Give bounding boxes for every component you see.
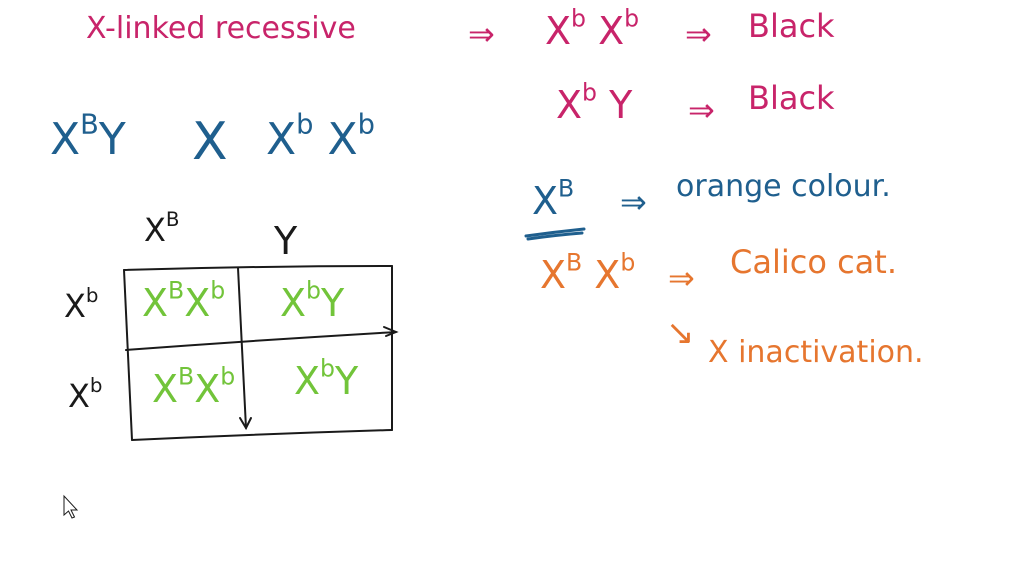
implies-arrow-2: ⇒ [685, 15, 712, 53]
punnett-col-header-xb: XB [144, 208, 180, 249]
punnett-cell-r1c2: XbY [280, 276, 345, 325]
punnett-col-header-y: Y [274, 219, 298, 263]
grid-arrow-head-right [383, 326, 399, 337]
punnett-cell-r2c2: XbY [294, 354, 359, 403]
genotype-xbxb-black: Xb Xb [545, 4, 640, 53]
result-black-1: Black [748, 7, 835, 45]
orange-underline [524, 227, 586, 241]
grid-middle-vertical [237, 267, 247, 429]
grid-bottom-line [131, 429, 393, 441]
punnett-cell-r2c1: XBXb [152, 362, 236, 411]
result-black-2: Black [748, 79, 835, 117]
implies-arrow-4: ⇒ [620, 183, 647, 221]
result-calico-cat: Calico cat. [730, 243, 897, 281]
cross-male-genotype: XBY [50, 109, 126, 165]
cross-female-genotype: Xb Xb [266, 109, 375, 165]
implies-arrow-3: ⇒ [688, 91, 715, 129]
result-orange-colour: orange colour. [676, 169, 891, 204]
grid-left-line [123, 269, 133, 441]
grid-arrow-head-down [239, 417, 252, 431]
punnett-row-header-1: Xb [64, 284, 99, 325]
grid-top-line [123, 265, 393, 271]
implies-arrow-1: ⇒ [468, 15, 495, 53]
genotype-xb-orange: XB [532, 174, 575, 223]
cross-times-sign: X [192, 112, 228, 172]
genotype-xbxb-calico: XB Xb [540, 248, 636, 297]
x-linked-recessive-label: X-linked recessive [86, 11, 356, 46]
implies-arrow-5: ⇒ [668, 259, 695, 297]
punnett-cell-r1c1: XBXb [142, 276, 226, 325]
punnett-row-header-2: Xb [68, 374, 103, 415]
down-arrow-icon: ↘ [666, 313, 695, 353]
x-inactivation-label: X inactivation. [708, 335, 924, 370]
genotype-xby-black: Xb Y [556, 78, 633, 127]
grid-middle-horizontal [125, 331, 397, 351]
